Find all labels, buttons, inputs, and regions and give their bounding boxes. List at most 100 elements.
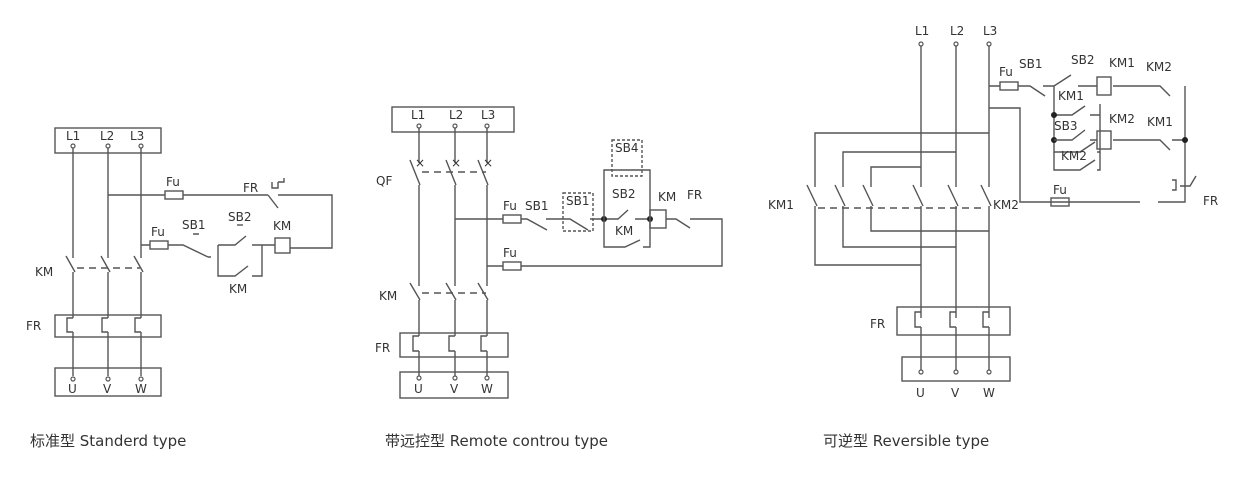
km-main-contacts xyxy=(65,255,144,273)
qf-x-mark: × xyxy=(415,156,425,170)
reverse-line xyxy=(1054,129,1185,151)
label-sb3: SB3 xyxy=(1054,119,1077,133)
label-fu-control: Fu xyxy=(503,199,517,213)
terminal-u xyxy=(918,369,924,375)
label-w: W xyxy=(481,382,493,396)
label-fu-control: Fu xyxy=(999,65,1013,79)
label-u: U xyxy=(414,382,423,396)
label-sb4: SB4 xyxy=(615,141,638,155)
km-main-contacts xyxy=(409,282,489,301)
km-aux-hold-branch xyxy=(217,245,263,277)
label-fu-return: Fu xyxy=(1053,183,1067,197)
label-km2-main: KM2 xyxy=(993,198,1019,212)
terminal-l1 xyxy=(918,41,924,47)
km-main-contacts xyxy=(806,184,992,207)
label-l1: L1 xyxy=(411,108,425,122)
label-fr-main: FR xyxy=(870,317,885,331)
km2-aux-branch xyxy=(1053,152,1101,171)
remote-sb4-box xyxy=(611,139,643,177)
phase-lines-upper xyxy=(72,148,142,258)
terminal-l2 xyxy=(953,41,959,47)
terminal-l1 xyxy=(416,123,422,129)
phase-lines-top xyxy=(920,46,990,187)
phase-lines-middle xyxy=(418,185,488,286)
qf-x-mark: × xyxy=(483,156,493,170)
output-terminal-box xyxy=(54,367,162,397)
output-terminal-box xyxy=(901,356,1011,382)
label-w: W xyxy=(135,382,147,396)
terminal-v xyxy=(452,375,458,381)
control-circuit-lines xyxy=(989,74,1186,203)
label-l1: L1 xyxy=(915,24,929,38)
standard-type-diagram: L1 L2 L3 KM FR U V W Fu FR Fu SB1 xyxy=(26,127,333,450)
reversing-output-wires xyxy=(814,206,989,266)
phase-lines-lower xyxy=(72,332,142,376)
km-coil xyxy=(649,209,667,229)
fr-thermal-relay-box xyxy=(896,306,1011,336)
junction-dot xyxy=(1182,137,1188,143)
phase-lines-lower xyxy=(418,300,488,336)
fr-nc-contact-symbol xyxy=(1172,175,1197,191)
label-km2-aux: KM2 xyxy=(1061,149,1087,163)
label-u: U xyxy=(916,386,925,400)
terminal-v xyxy=(953,369,959,375)
label-fr-main: FR xyxy=(26,319,41,333)
phase-lines-out xyxy=(920,327,990,370)
label-km1-main: KM1 xyxy=(768,198,794,212)
terminal-w xyxy=(138,376,144,382)
fuse-control xyxy=(502,214,522,224)
remote-control-type-diagram: L1 L2 L3 × × × QF Fu SB1 SB1 SB4 SB2 KM … xyxy=(375,106,723,450)
fuse-return xyxy=(1050,197,1070,207)
fr-thermal-elements xyxy=(66,317,141,333)
label-l1: L1 xyxy=(66,129,80,143)
phase-lines-middle xyxy=(72,272,142,318)
label-sb1-remote: SB1 xyxy=(566,194,589,208)
supply-terminal-box xyxy=(391,106,515,133)
output-terminal-box xyxy=(399,371,509,399)
control-start-line xyxy=(141,236,290,257)
label-fu-control: Fu xyxy=(151,225,165,239)
fr-thermal-relay-box xyxy=(399,332,509,358)
caption-remote: 带远控型 Remote controu type xyxy=(385,432,608,450)
phase-lines-top xyxy=(418,128,488,163)
label-v: V xyxy=(103,382,112,396)
terminal-l3 xyxy=(986,41,992,47)
label-l3: L3 xyxy=(130,129,144,143)
label-v: V xyxy=(951,386,960,400)
label-fr-control: FR xyxy=(687,188,702,202)
label-km-coil: KM xyxy=(273,219,291,233)
qf-x-mark: × xyxy=(451,156,461,170)
label-fu-return: Fu xyxy=(503,246,517,260)
label-km1-coil: KM1 xyxy=(1109,56,1135,70)
fuse-control xyxy=(149,240,169,250)
label-l2: L2 xyxy=(100,129,114,143)
sb1-button-symbol xyxy=(193,233,211,258)
phase-lines-out xyxy=(418,351,488,378)
caption-reversible: 可逆型 Reversible type xyxy=(823,432,989,450)
terminal-l2 xyxy=(105,143,111,149)
junction-dot xyxy=(1051,112,1057,118)
label-l3: L3 xyxy=(481,108,495,122)
fuse-return xyxy=(502,261,522,271)
terminal-l3 xyxy=(138,143,144,149)
reversing-input-wires xyxy=(814,132,989,187)
fr-thermal-elements xyxy=(412,335,487,352)
label-u: U xyxy=(68,382,77,396)
label-fr-control: FR xyxy=(243,181,258,195)
label-km-aux: KM xyxy=(615,224,633,238)
label-l3: L3 xyxy=(983,24,997,38)
label-fr-control: FR xyxy=(1203,194,1218,208)
label-km2-nc-top: KM2 xyxy=(1146,60,1172,74)
reversible-type-diagram: L1 L2 L3 KM1 KM2 Fu SB1 SB2 KM1 KM2 KM1 … xyxy=(768,24,1218,450)
label-km-main: KM xyxy=(35,265,53,279)
label-w: W xyxy=(983,386,995,400)
label-qf: QF xyxy=(376,174,392,188)
terminal-w xyxy=(986,369,992,375)
label-sb2: SB2 xyxy=(1071,53,1094,67)
label-km1-nc-bottom: KM1 xyxy=(1147,115,1173,129)
label-km2-coil: KM2 xyxy=(1109,112,1135,126)
fr-thermal-elements xyxy=(914,311,989,328)
label-sb2: SB2 xyxy=(228,210,251,224)
remote-sb1-box xyxy=(562,192,594,232)
